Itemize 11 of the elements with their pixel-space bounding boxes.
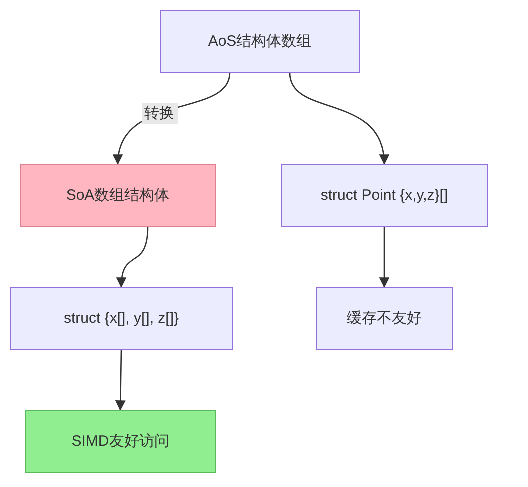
process-box: 缓存不友好 — [316, 287, 453, 350]
arrow — [379, 227, 390, 288]
process-box: SoA数组结构体 — [20, 164, 216, 227]
arrow — [116, 226, 149, 288]
process-box: SIMD友好访问 — [25, 410, 216, 473]
process-box: AoS结构体数组 — [160, 10, 360, 73]
arrow — [115, 350, 126, 412]
edge-label: 转换 — [142, 102, 178, 124]
arrow — [289, 72, 389, 166]
process-box: struct Point {x,y,z}[] — [281, 164, 488, 227]
process-box: struct {x[], y[], z[]} — [10, 287, 233, 350]
